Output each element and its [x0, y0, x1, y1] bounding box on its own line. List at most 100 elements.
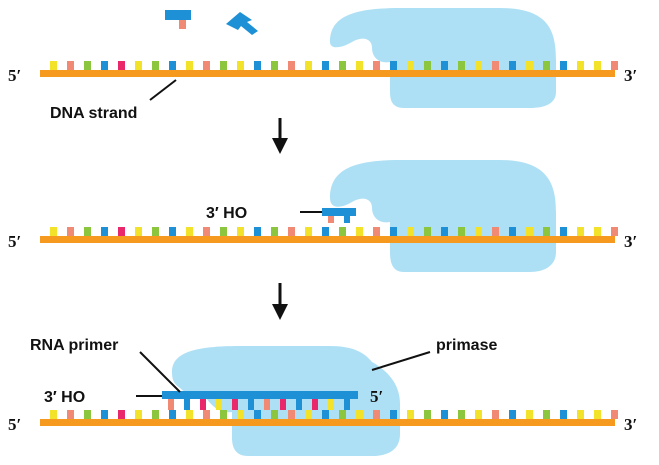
base-tick — [441, 61, 448, 70]
base-tick — [135, 61, 142, 70]
base-tick — [169, 227, 176, 236]
arrow-down-icon — [272, 118, 288, 154]
three-prime-label: 3′ — [624, 232, 637, 251]
primase-enzyme — [330, 8, 556, 108]
base-tick — [543, 227, 550, 236]
base-tick — [458, 227, 465, 236]
base-tick — [220, 61, 227, 70]
base-tick — [424, 227, 431, 236]
base-tick — [152, 227, 159, 236]
primer-base-tick — [280, 399, 286, 410]
base-tick — [288, 227, 295, 236]
base-tick — [594, 410, 601, 419]
base-tick — [84, 410, 91, 419]
base-tick — [254, 61, 261, 70]
three-prime-label: 3′ — [624, 66, 637, 85]
base-ticks — [50, 410, 618, 419]
primer-base-tick — [296, 399, 302, 410]
base-tick — [577, 227, 584, 236]
base-tick — [373, 227, 380, 236]
primer-3-end-label: 3′ HO — [206, 205, 247, 222]
base-tick — [526, 61, 533, 70]
dna-strand-leader — [149, 79, 177, 101]
base-tick — [509, 410, 516, 419]
base-tick — [492, 410, 499, 419]
base-tick — [594, 61, 601, 70]
base-tick — [101, 410, 108, 419]
primer-base-tick — [328, 399, 334, 410]
base-tick — [339, 227, 346, 236]
base-tick — [237, 61, 244, 70]
three-prime-label: 3′ — [624, 415, 637, 434]
dna-strand — [40, 419, 615, 426]
base-ticks — [50, 227, 618, 236]
base-tick — [390, 227, 397, 236]
base-tick — [356, 227, 363, 236]
base-tick — [356, 410, 363, 419]
base-tick — [305, 61, 312, 70]
primer-base-tick — [232, 399, 238, 410]
primase-leader — [371, 351, 431, 371]
base-tick — [186, 61, 193, 70]
base-tick — [390, 61, 397, 70]
base-tick — [407, 410, 414, 419]
base-tick — [237, 410, 244, 419]
five-prime-label: 5′ — [8, 66, 21, 85]
primer-5-end-label: 5′ — [370, 387, 383, 406]
base-tick — [577, 410, 584, 419]
base-tick — [237, 227, 244, 236]
base-tick — [152, 410, 159, 419]
primer-base-tick — [216, 399, 222, 410]
base-tick — [305, 410, 312, 419]
base-tick — [50, 227, 57, 236]
panel-first-nucleotides-joined: 5′ 3′ 3′ HO — [8, 160, 637, 272]
five-prime-label: 5′ — [8, 415, 21, 434]
base-tick — [101, 61, 108, 70]
base-tick — [118, 410, 125, 419]
dna-strand — [40, 70, 615, 77]
base-tick — [458, 410, 465, 419]
base-tick — [186, 227, 193, 236]
base-tick — [526, 227, 533, 236]
base-tick — [84, 61, 91, 70]
base-tick — [543, 61, 550, 70]
base-tick — [339, 61, 346, 70]
base-tick — [492, 61, 499, 70]
base-ticks — [50, 61, 618, 70]
primer-base-tick — [264, 399, 270, 410]
primer-base-tick — [344, 399, 350, 410]
base-tick — [101, 227, 108, 236]
base-tick — [356, 61, 363, 70]
rna-primer-leader — [139, 351, 181, 393]
base-tick — [254, 227, 261, 236]
base-tick — [271, 227, 278, 236]
base-tick — [220, 227, 227, 236]
base-tick — [611, 61, 618, 70]
base-tick — [424, 61, 431, 70]
nucleotide-icon — [226, 12, 258, 35]
base-tick — [322, 227, 329, 236]
base-tick — [390, 410, 397, 419]
primase-label: primase — [436, 337, 497, 354]
primer-base-tick — [168, 399, 174, 410]
base-tick — [135, 227, 142, 236]
base-tick — [560, 61, 567, 70]
panel-free-nucleotides: 5′ 3′ DNA strand — [8, 8, 637, 122]
base-tick — [475, 61, 482, 70]
primer-base-tick — [312, 399, 318, 410]
primer-3-end-label: 3′ HO — [44, 389, 85, 406]
base-tick — [543, 410, 550, 419]
base-tick — [50, 410, 57, 419]
base-tick — [339, 410, 346, 419]
base-tick — [203, 227, 210, 236]
dna-strand — [40, 236, 615, 243]
five-prime-label: 5′ — [8, 232, 21, 251]
primer-base-tick — [200, 399, 206, 410]
base-tick — [152, 61, 159, 70]
base-tick — [424, 410, 431, 419]
base-tick — [169, 61, 176, 70]
base-tick — [560, 227, 567, 236]
base-tick — [186, 410, 193, 419]
dna-strand-label: DNA strand — [50, 105, 137, 122]
